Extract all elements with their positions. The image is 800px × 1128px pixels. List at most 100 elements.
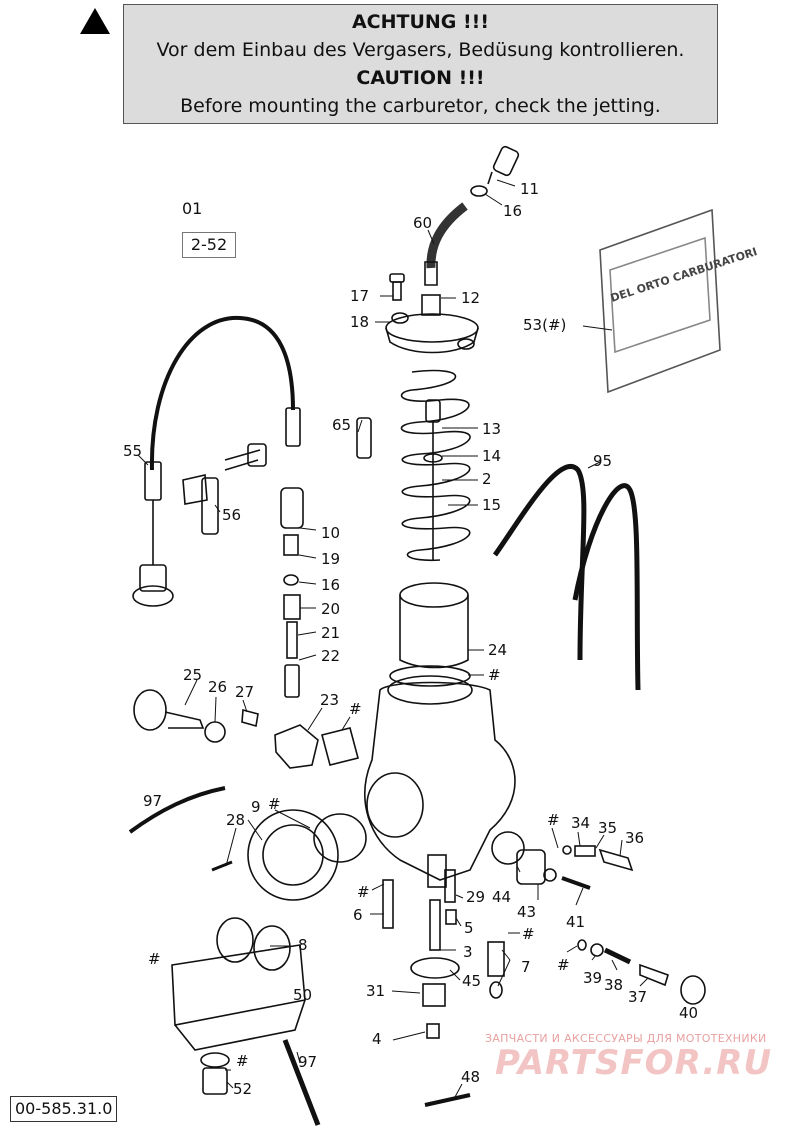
part-ring: [562, 845, 572, 855]
label-hash-8: #: [557, 956, 570, 974]
label-38: 38: [604, 976, 623, 994]
watermark-tagline: ЗАПЧАСТИ И АКСЕССУАРЫ ДЛЯ МОТОТЕХНИКИ: [485, 1032, 767, 1045]
part-cap-adjuster: [421, 294, 441, 316]
label-34: 34: [571, 814, 590, 832]
label-95: 95: [593, 452, 612, 470]
part-spring: [400, 369, 471, 562]
label-4: 4: [372, 1030, 382, 1048]
part-o-ring: [389, 665, 471, 687]
part-starter-jet: [444, 869, 456, 903]
package-print: DEL ORTO CARBURATORI: [609, 245, 759, 305]
part-baffle: [410, 957, 460, 979]
caution-text-de: Vor dem Einbau des Vergasers, Bedüsung k…: [156, 39, 685, 61]
caution-title-de: ACHTUNG !!!: [351, 11, 490, 33]
part-idle-screw: [133, 689, 205, 731]
part-hose: [426, 202, 468, 269]
part-choke-cap: [283, 594, 301, 620]
part-vent-tube-a: [492, 464, 587, 661]
label-28: 28: [226, 811, 245, 829]
caution-box: ACHTUNG !!! Vor dem Einbau des Vergasers…: [123, 4, 718, 124]
label-65: 65: [332, 416, 351, 434]
label-22: 22: [321, 647, 340, 665]
label-10: 10: [321, 524, 340, 542]
part-rubber-cap: [280, 487, 304, 529]
part-bell-screw: [211, 860, 233, 872]
label-26: 26: [208, 678, 227, 696]
part-housing-gasket: [321, 727, 359, 766]
label-52: 52: [233, 1080, 252, 1098]
label-60: 60: [413, 214, 432, 232]
label-56: 56: [222, 506, 241, 524]
label-15: 15: [482, 496, 501, 514]
caution-title-en: CAUTION !!!: [356, 67, 485, 89]
label-27: 27: [235, 683, 254, 701]
part-nut: [204, 721, 226, 743]
label-50: 50: [293, 986, 312, 1004]
part-pin: [356, 417, 372, 459]
caution-text-en: Before mounting the carburetor, check th…: [180, 95, 661, 117]
label-31: 31: [366, 982, 385, 1000]
label-53: 53(#): [523, 316, 566, 334]
label-11: 11: [520, 180, 539, 198]
part-o-ring-small: [577, 939, 587, 951]
part-gasket-ring: [313, 813, 367, 863]
label-hash-1: #: [488, 666, 501, 684]
label-hash-2: #: [349, 700, 362, 718]
label-29: 29: [466, 888, 485, 906]
part-top-cover: [385, 312, 479, 354]
label-7: 7: [521, 958, 531, 976]
part-choke-spring: [286, 621, 298, 659]
label-97-top: 97: [143, 792, 162, 810]
label-19: 19: [321, 550, 340, 568]
reference-number: 01: [182, 199, 203, 218]
label-21: 21: [321, 624, 340, 642]
part-diaphragm: [491, 831, 525, 865]
label-41: 41: [566, 913, 585, 931]
part-cable-pin: [424, 1093, 471, 1107]
label-37: 37: [628, 988, 647, 1006]
label-hash-6: #: [522, 925, 535, 943]
part-main-jet: [426, 1023, 440, 1039]
label-9: 9: [251, 798, 261, 816]
document-number: 00-585.31.0: [10, 1096, 118, 1122]
part-spring-adjust: [603, 947, 632, 965]
label-24: 24: [488, 641, 507, 659]
part-pump-screw: [561, 876, 591, 890]
label-hash-4: #: [547, 811, 560, 829]
part-nipple: [487, 145, 520, 185]
part-air-screw: [639, 963, 669, 987]
label-23: 23: [320, 691, 339, 709]
part-adjust-screw: [598, 848, 634, 872]
part-washer-small: [590, 943, 604, 957]
part-needle-jet: [429, 899, 441, 951]
part-choke-washer: [283, 574, 299, 586]
label-55: 55: [123, 442, 142, 460]
part-cable-adjuster: [182, 443, 267, 535]
part-drain-hose: [282, 1039, 321, 1126]
label-2: 2: [482, 470, 492, 488]
label-43: 43: [517, 903, 536, 921]
label-35: 35: [598, 819, 617, 837]
part-choke-plunger: [284, 664, 300, 698]
label-5: 5: [464, 919, 474, 937]
part-float-valve: [487, 941, 505, 977]
label-3: 3: [463, 943, 473, 961]
label-36: 36: [625, 829, 644, 847]
label-20: 20: [321, 600, 340, 618]
part-jet-holder: [422, 983, 446, 1007]
part-spring-small: [574, 845, 596, 857]
label-hash-7: #: [148, 950, 161, 968]
label-18: 18: [350, 313, 369, 331]
part-carburetor-body: [364, 675, 516, 888]
part-bell-mouth: [247, 809, 339, 901]
label-17: 17: [350, 287, 369, 305]
label-6: 6: [353, 906, 363, 924]
part-vent-tube-b: [572, 483, 641, 691]
part-screw: [389, 273, 405, 301]
part-pump-washer: [543, 868, 557, 882]
part-pump-cover: [516, 849, 546, 885]
part-choke-nut: [283, 534, 299, 556]
part-drain-plug: [200, 1052, 230, 1095]
reference-range: 2-52: [182, 232, 236, 258]
